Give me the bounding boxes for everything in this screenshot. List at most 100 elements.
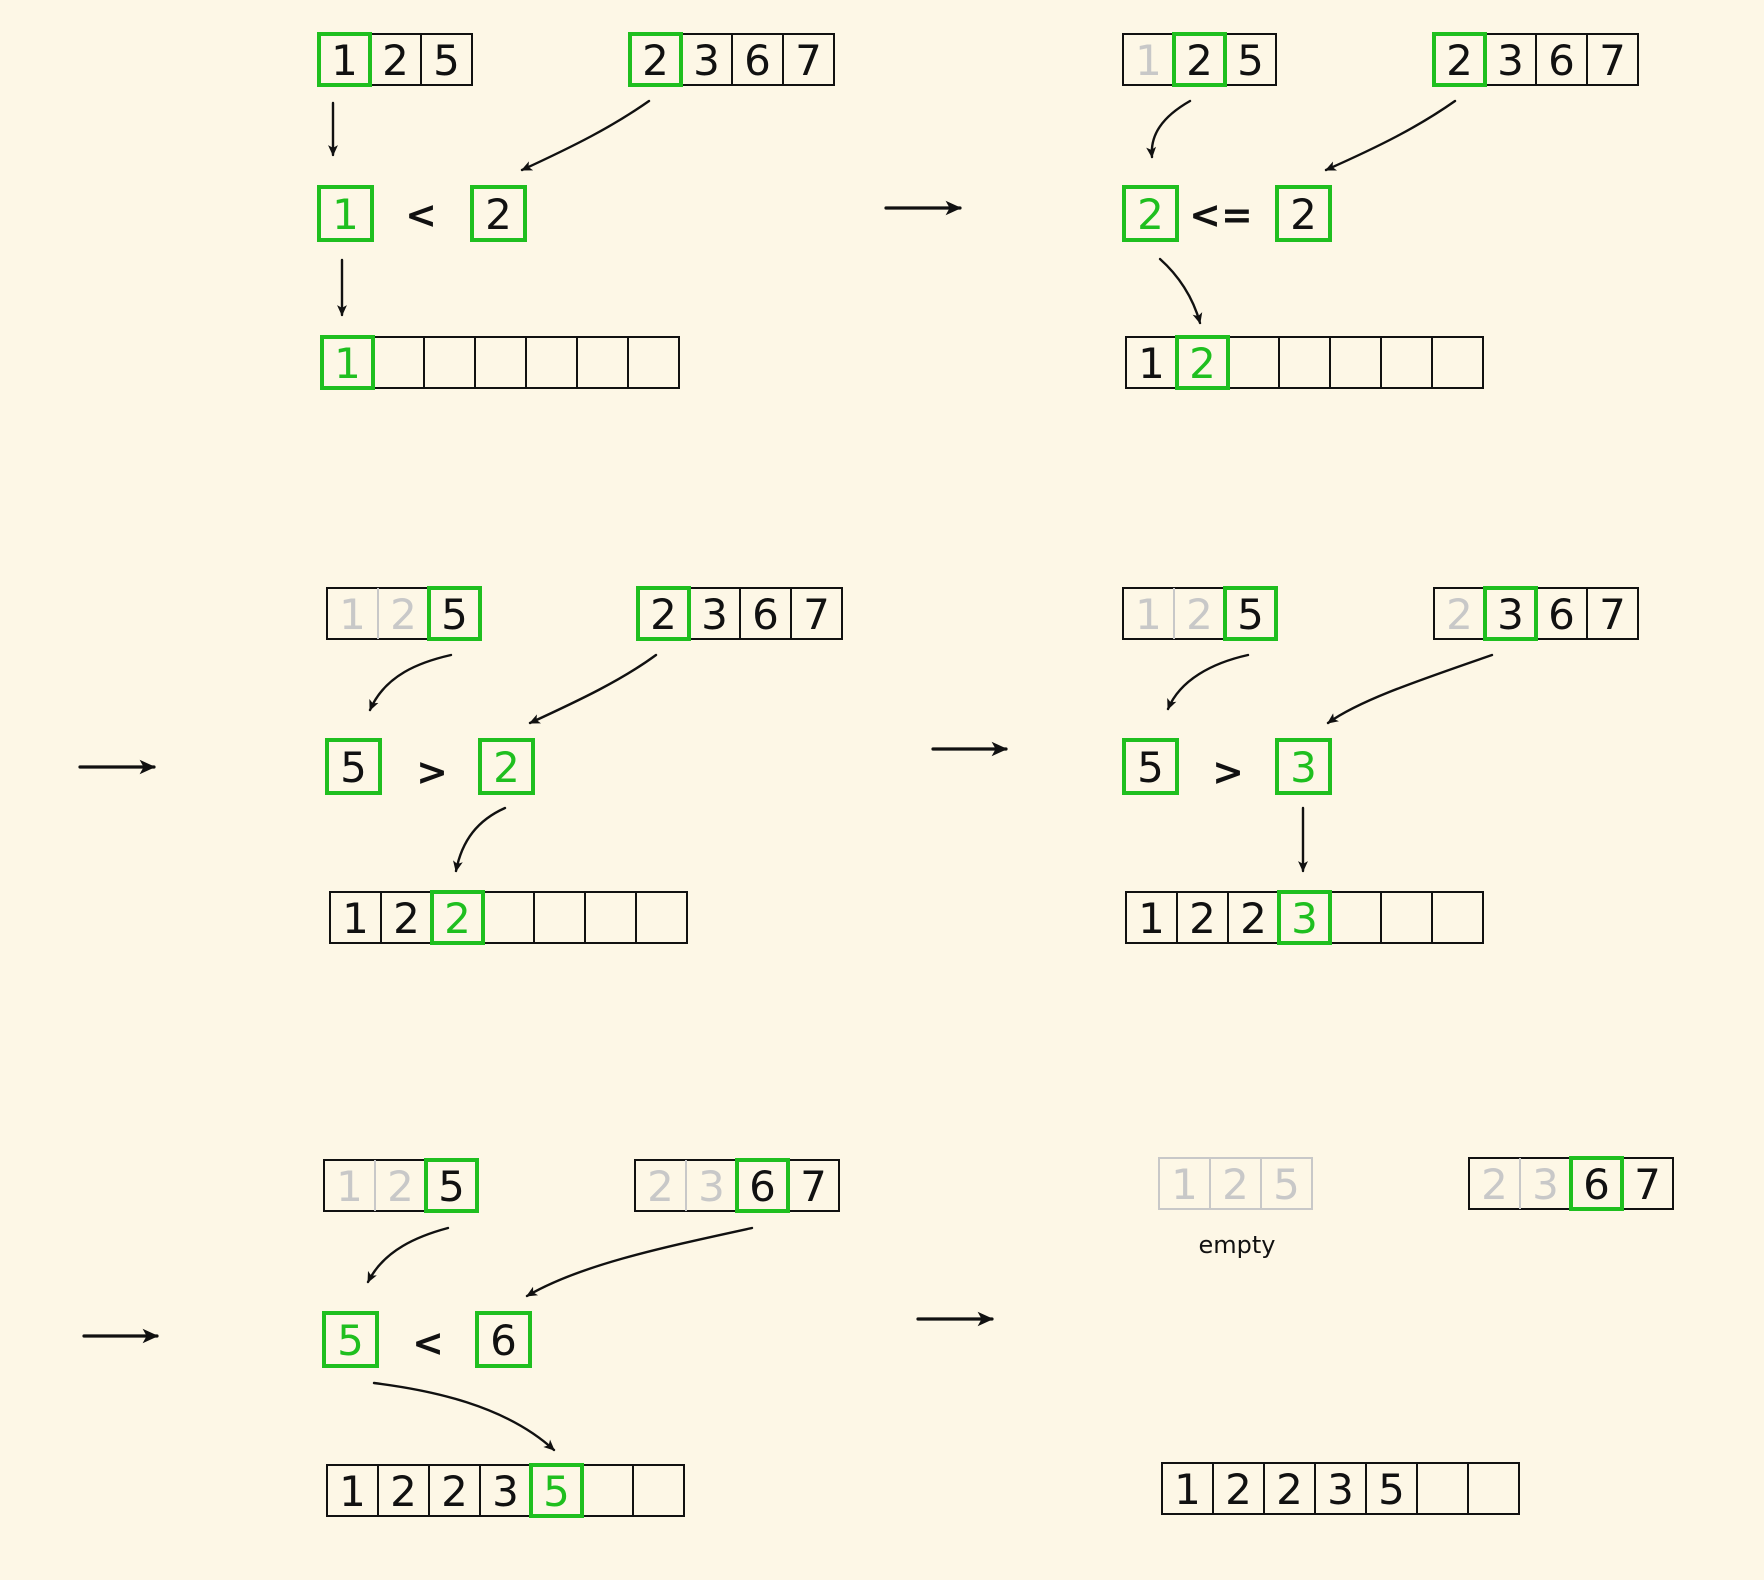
new-element-highlight — [1175, 335, 1230, 390]
array-cell-value: 7 — [795, 36, 822, 85]
comparison-operator: <= — [1189, 193, 1253, 237]
array-cell-value: 7 — [1634, 1160, 1661, 1209]
array-frame — [1125, 336, 1484, 389]
result-cell-value: 3 — [1327, 1465, 1354, 1514]
pointer-highlight — [636, 586, 691, 641]
result-cell-value: 5 — [543, 1467, 570, 1516]
compare-box-frame — [478, 738, 535, 795]
compare-to-result-arrow — [1158, 257, 1203, 325]
array-cell-value: 2 — [647, 1162, 674, 1211]
new-element-highlight — [320, 335, 375, 390]
pointer-highlight — [1172, 32, 1227, 87]
compare-box-frame — [325, 738, 382, 795]
result-cell-value: 2 — [393, 894, 420, 943]
array-frame — [321, 336, 680, 389]
pointer-highlight — [317, 32, 372, 87]
compare-box-frame — [1122, 738, 1179, 795]
result-cell-value: 1 — [339, 1467, 366, 1516]
pointer-highlight — [427, 586, 482, 641]
array-cell-value: 3 — [698, 1162, 725, 1211]
pointer-highlight — [1432, 32, 1487, 87]
compare-right-box: 2 — [1275, 185, 1332, 242]
compare-left-box: 5 — [325, 738, 382, 795]
array-cell-value: 6 — [744, 36, 771, 85]
array-cell-value: 5 — [433, 36, 460, 85]
result-array: 1 — [320, 335, 680, 390]
pointer-highlight — [735, 1158, 790, 1213]
array-frame — [1158, 1157, 1313, 1210]
compare-right-box: 2 — [478, 738, 535, 795]
compare-value: 5 — [340, 743, 367, 792]
array-cell-value: 2 — [1446, 590, 1473, 639]
array-cell-value: 6 — [752, 590, 779, 639]
compare-box-frame — [1275, 738, 1332, 795]
compare-box-frame — [475, 1311, 532, 1368]
array-cell-value: 1 — [339, 590, 366, 639]
compare-box-frame — [470, 185, 527, 242]
result-cell-value: 1 — [1138, 339, 1165, 388]
result-cell-value: 2 — [1276, 1465, 1303, 1514]
pointer-highlight — [628, 32, 683, 87]
source-to-compare-arrow — [368, 653, 453, 712]
array-cell-value: 2 — [1481, 1160, 1508, 1209]
source-to-compare-arrow — [1166, 653, 1250, 711]
compare-value: 5 — [337, 1316, 364, 1365]
result-cell-value: 5 — [1378, 1465, 1405, 1514]
result-cell-value: 1 — [342, 894, 369, 943]
array-cell-value: 2 — [387, 1162, 414, 1211]
compare-box-frame — [1275, 185, 1332, 242]
compare-left-box: 5 — [1122, 738, 1179, 795]
array-cell-value: 6 — [1583, 1160, 1610, 1209]
array-cell-value: 3 — [1497, 36, 1524, 85]
compare-value: 6 — [490, 1316, 517, 1365]
array-cell-value: 5 — [1273, 1160, 1300, 1209]
result-cell-value: 1 — [334, 339, 361, 388]
pointer-highlight — [1483, 586, 1538, 641]
compare-right-box: 3 — [1275, 738, 1332, 795]
array-cell-value: 1 — [331, 36, 358, 85]
compare-box-frame — [317, 185, 374, 242]
result-cell-value: 3 — [492, 1467, 519, 1516]
array-cell-value: 7 — [800, 1162, 827, 1211]
result-cell-value: 2 — [1189, 339, 1216, 388]
array-cell-value: 5 — [441, 590, 468, 639]
pointer-highlight — [424, 1158, 479, 1213]
source-to-compare-arrow — [1146, 99, 1192, 159]
array-cell-value: 2 — [382, 36, 409, 85]
array-cell-value: 3 — [1497, 590, 1524, 639]
array-cell-value: 7 — [803, 590, 830, 639]
pointer-highlight — [1569, 1156, 1624, 1211]
comparison-operator: < — [412, 1321, 444, 1365]
array-cell-value: 7 — [1599, 36, 1626, 85]
array-frame — [329, 891, 688, 944]
array-cell-value: 1 — [1135, 590, 1162, 639]
new-element-highlight — [430, 890, 485, 945]
source-to-compare-arrow — [366, 1226, 450, 1284]
array-cell-value: 6 — [749, 1162, 776, 1211]
pointer-highlight — [1223, 586, 1278, 641]
source-to-compare-arrow — [1324, 99, 1457, 172]
compare-to-result-arrow — [372, 1381, 556, 1452]
compare-box-frame — [322, 1311, 379, 1368]
array-cell-value: 3 — [693, 36, 720, 85]
new-element-highlight — [1277, 890, 1332, 945]
compare-value: 2 — [1290, 190, 1317, 239]
compare-left-box: 1 — [317, 185, 374, 242]
array-frame — [326, 1464, 685, 1517]
array-cell-value: 3 — [1532, 1160, 1559, 1209]
